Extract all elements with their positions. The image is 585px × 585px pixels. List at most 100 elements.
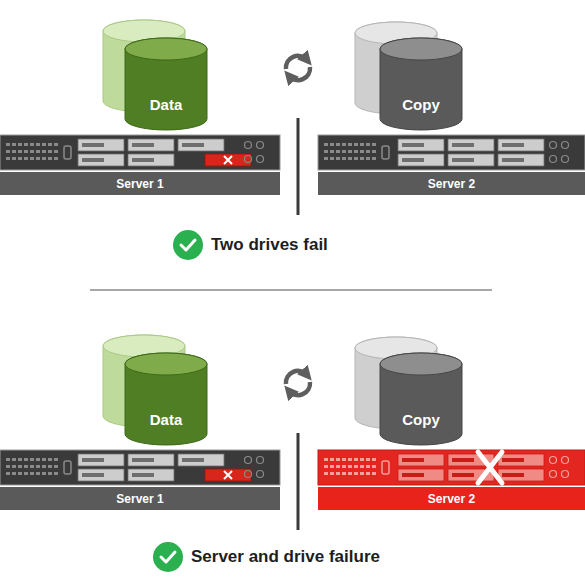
drive-bay [78, 469, 124, 481]
vent [342, 150, 346, 153]
vent [360, 458, 364, 461]
check-icon [153, 542, 183, 572]
vent [42, 465, 46, 468]
vent [354, 465, 358, 468]
cylinder-shape [125, 353, 207, 445]
vent [12, 150, 16, 153]
drive-bay [398, 454, 444, 466]
rack-server [318, 450, 585, 485]
cylinder-body [380, 38, 462, 130]
drive-slot [82, 143, 104, 147]
drive-bay [128, 139, 174, 151]
vent [348, 143, 352, 146]
vent [30, 143, 34, 146]
vent [12, 472, 16, 475]
drive-bay [498, 469, 544, 481]
drive-bay [448, 139, 494, 151]
vent [372, 143, 376, 146]
rack-server [0, 450, 280, 485]
vent [348, 472, 352, 475]
drive-slot [452, 458, 474, 462]
vent [360, 143, 364, 146]
storage-cylinder: Data [125, 353, 207, 445]
vent [330, 458, 334, 461]
vent [54, 157, 58, 160]
vent [30, 157, 34, 160]
vent [336, 143, 340, 146]
divider-line [297, 118, 300, 215]
vent [366, 143, 370, 146]
server-name: Server 2 [428, 177, 475, 191]
scenario-caption: Server and drive failure [191, 547, 380, 567]
rack-server [0, 135, 280, 170]
drive-slot [132, 473, 154, 477]
vent [12, 465, 16, 468]
drive-slot [182, 143, 204, 147]
cylinder-top [125, 353, 207, 375]
vent [330, 157, 334, 160]
vent [36, 458, 40, 461]
cylinder-shape [380, 353, 462, 445]
drive-slot [402, 158, 424, 162]
drive-bay [498, 154, 544, 166]
drive-slot [502, 473, 524, 477]
vent [366, 458, 370, 461]
server-chassis [0, 450, 280, 485]
vent [360, 472, 364, 475]
vent [24, 143, 28, 146]
cylinder-shape [380, 38, 462, 130]
vent [24, 458, 28, 461]
drive-bay [78, 139, 124, 151]
port [550, 457, 557, 464]
vent [18, 157, 22, 160]
drive-bay [498, 454, 544, 466]
vent [354, 458, 358, 461]
check-icon [173, 230, 203, 260]
vent [372, 157, 376, 160]
vent [372, 472, 376, 475]
vent [336, 465, 340, 468]
drive-slot [452, 143, 474, 147]
server-chassis [0, 135, 280, 170]
vent [54, 150, 58, 153]
storage-label: Copy [402, 411, 440, 428]
server-label-bar: Server 1 [0, 487, 280, 510]
vent [18, 472, 22, 475]
vent [24, 150, 28, 153]
failed-drive [205, 154, 251, 166]
vent [342, 157, 346, 160]
drive-slot [82, 473, 104, 477]
vent [48, 472, 52, 475]
drive-bay [398, 469, 444, 481]
server-chassis [318, 135, 585, 170]
port [257, 457, 264, 464]
vent [330, 143, 334, 146]
vent [336, 157, 340, 160]
fail-cross [224, 156, 232, 164]
vent [324, 458, 328, 461]
drive-slot [402, 143, 424, 147]
vent [12, 157, 16, 160]
vent [354, 150, 358, 153]
vent [6, 157, 10, 160]
vent [42, 472, 46, 475]
vent [48, 143, 52, 146]
vent [324, 143, 328, 146]
vent [372, 465, 376, 468]
handle [382, 146, 389, 159]
server-chassis [318, 450, 585, 485]
drive-bay [128, 154, 174, 166]
vent [330, 465, 334, 468]
vent [42, 458, 46, 461]
vent [6, 143, 10, 146]
vent [348, 150, 352, 153]
port [257, 142, 264, 149]
vent [336, 458, 340, 461]
vent [24, 157, 28, 160]
fail-cross [224, 471, 232, 479]
drive-slot [402, 458, 424, 462]
vent [6, 150, 10, 153]
port [245, 457, 252, 464]
drive-slot [402, 473, 424, 477]
vent [36, 157, 40, 160]
